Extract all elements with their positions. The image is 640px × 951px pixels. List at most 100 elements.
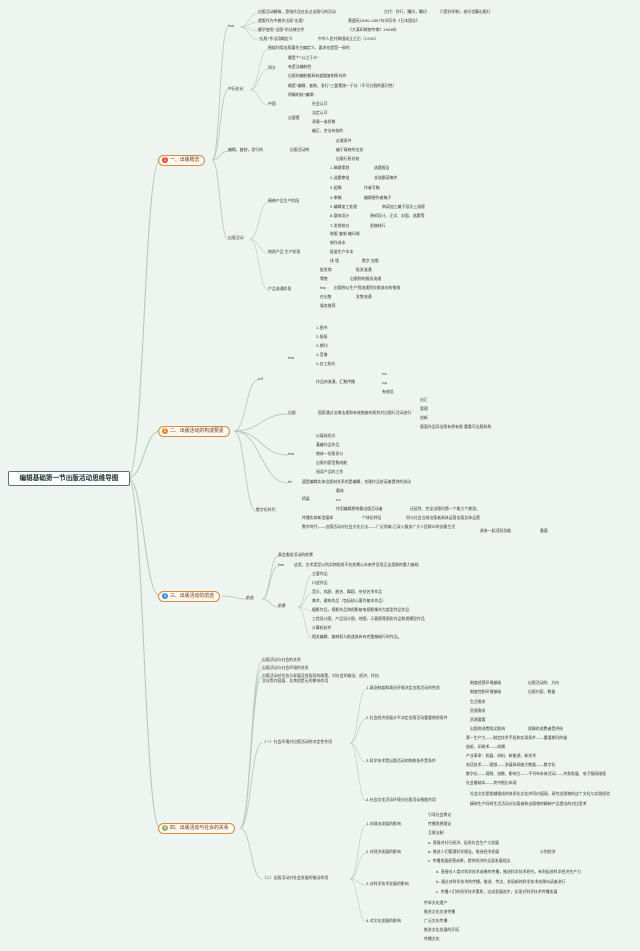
topic-node[interactable]: 出汇	[420, 397, 428, 403]
topic-node[interactable]: 4.对文化发展的影响	[366, 918, 401, 924]
topic-node[interactable]: c. 传播人们的科学技术素质，达成发展进步，实现对科学技术传播发展	[436, 889, 558, 895]
topic-node[interactable]: nif	[258, 376, 263, 382]
topic-node[interactable]: 推进文化交流传播	[424, 909, 456, 915]
topic-node[interactable]: 3.组稿	[330, 185, 342, 191]
topic-node[interactable]: 概是"编辑、复制、发行"三要素统一于社（不可分割的意识性）	[288, 83, 397, 89]
topic-node[interactable]: 美术、建筑作品（包括核心著作基本作品）	[312, 598, 386, 604]
topic-node[interactable]: 主要作品	[312, 571, 328, 577]
topic-node[interactable]: 出版活动对任务与发展及其指导的政策，对社会的政治、经济、科技、文化等内容面、及其…	[262, 673, 384, 684]
topic-node[interactable]: 有效信	[382, 389, 394, 395]
topic-node[interactable]: 出版物的服务流通	[350, 276, 382, 282]
topic-node[interactable]: 资源需求	[470, 708, 486, 714]
topic-node[interactable]: 作品的流通、汇聚传播	[316, 379, 355, 385]
topic-node[interactable]: np	[382, 380, 387, 386]
topic-node[interactable]: 摄影作品，视影作品和视影被电视影像作为类型作品作品	[312, 607, 410, 613]
topic-node[interactable]: a. 直接对社行经济、促进社会生产力发展	[428, 840, 499, 846]
topic-node[interactable]: 编于政府的业务	[336, 147, 364, 153]
topic-node[interactable]: b. 推进人们管理科学理念，推进经济发展	[428, 849, 500, 855]
topic-node[interactable]: 前景	[278, 603, 286, 609]
topic-node[interactable]: 出版活动的、方向	[528, 680, 560, 686]
topic-node[interactable]: 数字时代——出版活动对社会文化方法——广泛领域-已深入服务广大人民群众的创意生活	[302, 524, 456, 530]
topic-node[interactable]: 前途	[246, 595, 254, 601]
topic-node[interactable]: 中国	[268, 101, 276, 107]
topic-node[interactable]: 黄遵宪1890-1897年间写作《日本国志》	[348, 18, 420, 24]
topic-node[interactable]: 重要	[540, 528, 548, 534]
topic-node[interactable]: 作用编辑原物载出版活动者	[336, 506, 383, 512]
topic-node[interactable]: 发稿排行	[370, 223, 386, 229]
topic-node[interactable]: 出版活动概略，是指作品在出过出版行的活动	[258, 9, 336, 15]
topic-node[interactable]: 产业革命：机器、材料、新能源、新技术	[466, 753, 537, 759]
topic-node[interactable]: 批发流通	[356, 267, 372, 273]
topic-node[interactable]: 管理	[420, 406, 428, 412]
topic-node[interactable]: 以媒体形式	[316, 433, 336, 439]
topic-node[interactable]: 制版 复制 编印装	[330, 231, 360, 237]
topic-node[interactable]: 传承文化遗产	[424, 900, 448, 906]
topic-node[interactable]: 服务推荐	[320, 303, 336, 309]
topic-node[interactable]: 审读加工编子层次上流理	[382, 204, 425, 210]
topic-node[interactable]: 古代：抄行，雕印，雕印	[384, 9, 427, 15]
topic-node[interactable]: fa	[288, 479, 292, 485]
topic-node[interactable]: 阅读产品的工作	[316, 469, 344, 475]
topic-node[interactable]: 精神产品生产阶段	[268, 198, 300, 204]
topic-node[interactable]: 推进文化发展的开拓	[424, 927, 460, 933]
topic-node[interactable]: 5.编辑加工处理	[330, 204, 358, 210]
topic-node[interactable]: 2.社会经济发展水平决定出版活动重要物质条件	[366, 715, 448, 721]
topic-node[interactable]: 四方	[268, 65, 276, 71]
topic-node[interactable]: 电话技术——视频——多媒体网络大数据——数字化	[466, 762, 556, 768]
topic-node[interactable]: 引导社会舆论	[428, 812, 452, 818]
topic-node[interactable]: 工程设计图、产品设计图、地图、示意图等图形作品和视模型作品	[312, 616, 425, 622]
topic-node[interactable]: 第一生产力——制定技术手段和实现条件——重要期刊的量	[466, 735, 568, 741]
topic-node[interactable]: c. 传播发展经营成果，提供经济的全面发展观念	[428, 858, 511, 864]
topic-node[interactable]: 出版行所总结	[336, 156, 360, 162]
topic-node[interactable]: 编辑，复制，发行的	[228, 147, 264, 153]
topic-node[interactable]: 社会基础本——其中根出本观	[466, 780, 517, 786]
topic-node[interactable]: 出版活动的	[290, 147, 310, 153]
topic-node[interactable]: 最是个"公之于众"	[288, 55, 319, 61]
topic-node[interactable]: 载体	[336, 488, 344, 494]
topic-node[interactable]: 数字化——视频、流数、影响力——不刊布本体活动——共和发展、电子版网络版	[466, 771, 607, 777]
topic-node[interactable]: fax	[320, 285, 327, 291]
topic-node[interactable]: 音乐、戏剧、曲艺、舞蹈、杂技艺术作品	[312, 589, 383, 595]
topic-node[interactable]: 装帧设计、正文、封面、选题等	[370, 213, 425, 219]
topic-node[interactable]: 批发商	[320, 267, 332, 273]
topic-node[interactable]: 创新	[420, 415, 428, 421]
topic-node[interactable]: 广泛文化传播	[424, 918, 448, 924]
topic-node[interactable]: a. 直接对人类对科学技术成果的传播，推进科学技术研究，有利促进科学经济生产力	[436, 869, 581, 875]
topic-node[interactable]: 必要条件	[336, 138, 352, 144]
topic-node[interactable]: 排 版	[330, 258, 340, 264]
topic-node[interactable]: 具有一起活跃功能	[480, 528, 512, 534]
topic-node[interactable]: 中历史论	[228, 86, 244, 92]
topic-node[interactable]: 相关编辑、复制权与前途具有有完整基础行的作品。	[312, 634, 402, 640]
topic-node[interactable]: 版面作品同出版有原有限 重要可出版机构	[420, 424, 492, 430]
topic-node[interactable]: 2.对经济发展的影响	[366, 849, 401, 855]
topic-node[interactable]: 国家通过法律法规和有效措施的权利对出版行活动进行	[318, 410, 412, 416]
topic-node[interactable]: 有是法编制性	[288, 64, 312, 70]
topic-node[interactable]: 制度经营环境基础	[470, 680, 502, 686]
topic-node[interactable]: fan	[288, 355, 295, 361]
topic-node[interactable]: 2.选题审批	[330, 175, 350, 181]
topic-node[interactable]: 1.政治制度和政治环境决定出版活动的性质	[366, 685, 440, 691]
topic-node[interactable]: 真会服务活动的前景	[278, 552, 314, 558]
topic-node[interactable]: 围绕利用出版著作主编定义、要求也提是一致的	[268, 45, 350, 51]
topic-node[interactable]: 4.审稿	[330, 195, 342, 201]
topic-node[interactable]: 4.音像	[316, 352, 328, 358]
topic-node[interactable]: 这里，艺术类型以所实物指尚不应前景以未来传宣现正这类制的重力基础	[294, 562, 419, 568]
topic-node[interactable]: 法定认可	[312, 110, 328, 116]
topic-node[interactable]: 资源要要	[470, 717, 486, 723]
topic-node[interactable]: 桥梁	[302, 496, 310, 502]
topic-node[interactable]: 生活需求	[470, 699, 486, 705]
topic-node[interactable]: 传播实体新型媒体	[302, 515, 334, 521]
topic-node[interactable]: 出版物消费购买影响	[470, 726, 506, 732]
topic-node[interactable]: 计划经济	[540, 849, 556, 855]
topic-node[interactable]: 社会认可	[312, 101, 328, 107]
topic-node[interactable]: 物体一份版多分	[316, 451, 344, 457]
topic-node[interactable]: "出版"作法用概定义	[258, 36, 293, 42]
topic-node[interactable]: 造纸、印刷术——刻辑	[466, 744, 505, 750]
topic-node[interactable]: 传播文化	[424, 936, 440, 942]
topic-node[interactable]: 零售	[320, 276, 328, 282]
topic-node[interactable]: 在出售	[320, 294, 332, 300]
topic-node[interactable]: 出版的编制都具有道路复制所存的	[288, 73, 347, 79]
topic-node[interactable]: 编辑便作者稿子	[364, 195, 392, 201]
topic-node[interactable]: 著编作品作品	[316, 442, 340, 448]
topic-node[interactable]: 数字 加版	[362, 258, 379, 264]
